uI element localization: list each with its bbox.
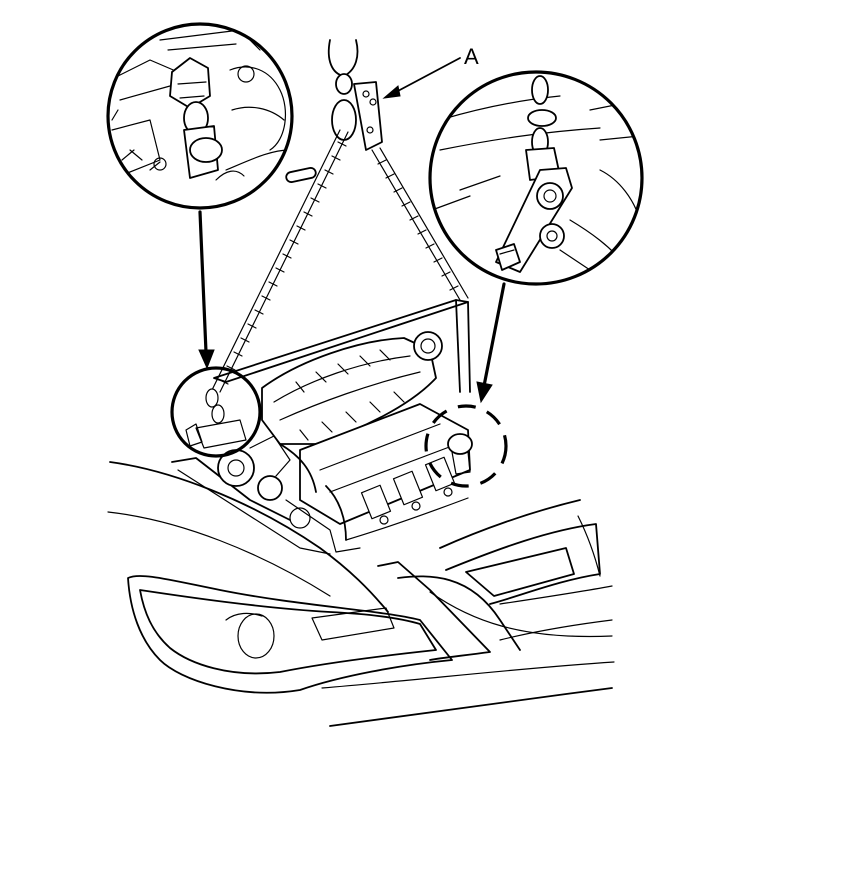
- right-detail-inset: [428, 70, 644, 286]
- callout-a: A: [382, 44, 479, 99]
- car-body: [107, 457, 615, 727]
- leader-arrows: [198, 210, 506, 404]
- left-detail-inset: [106, 22, 294, 210]
- right-attach-point-circle-dashed: [424, 404, 508, 488]
- right-chain: [371, 147, 469, 301]
- callout-label-a: A: [464, 44, 479, 69]
- left-chain: [211, 129, 349, 393]
- hoist-chains: [211, 39, 469, 393]
- left-attach-point-circle: [170, 366, 262, 458]
- left-attach-detail: [185, 388, 247, 449]
- engine: [213, 299, 473, 553]
